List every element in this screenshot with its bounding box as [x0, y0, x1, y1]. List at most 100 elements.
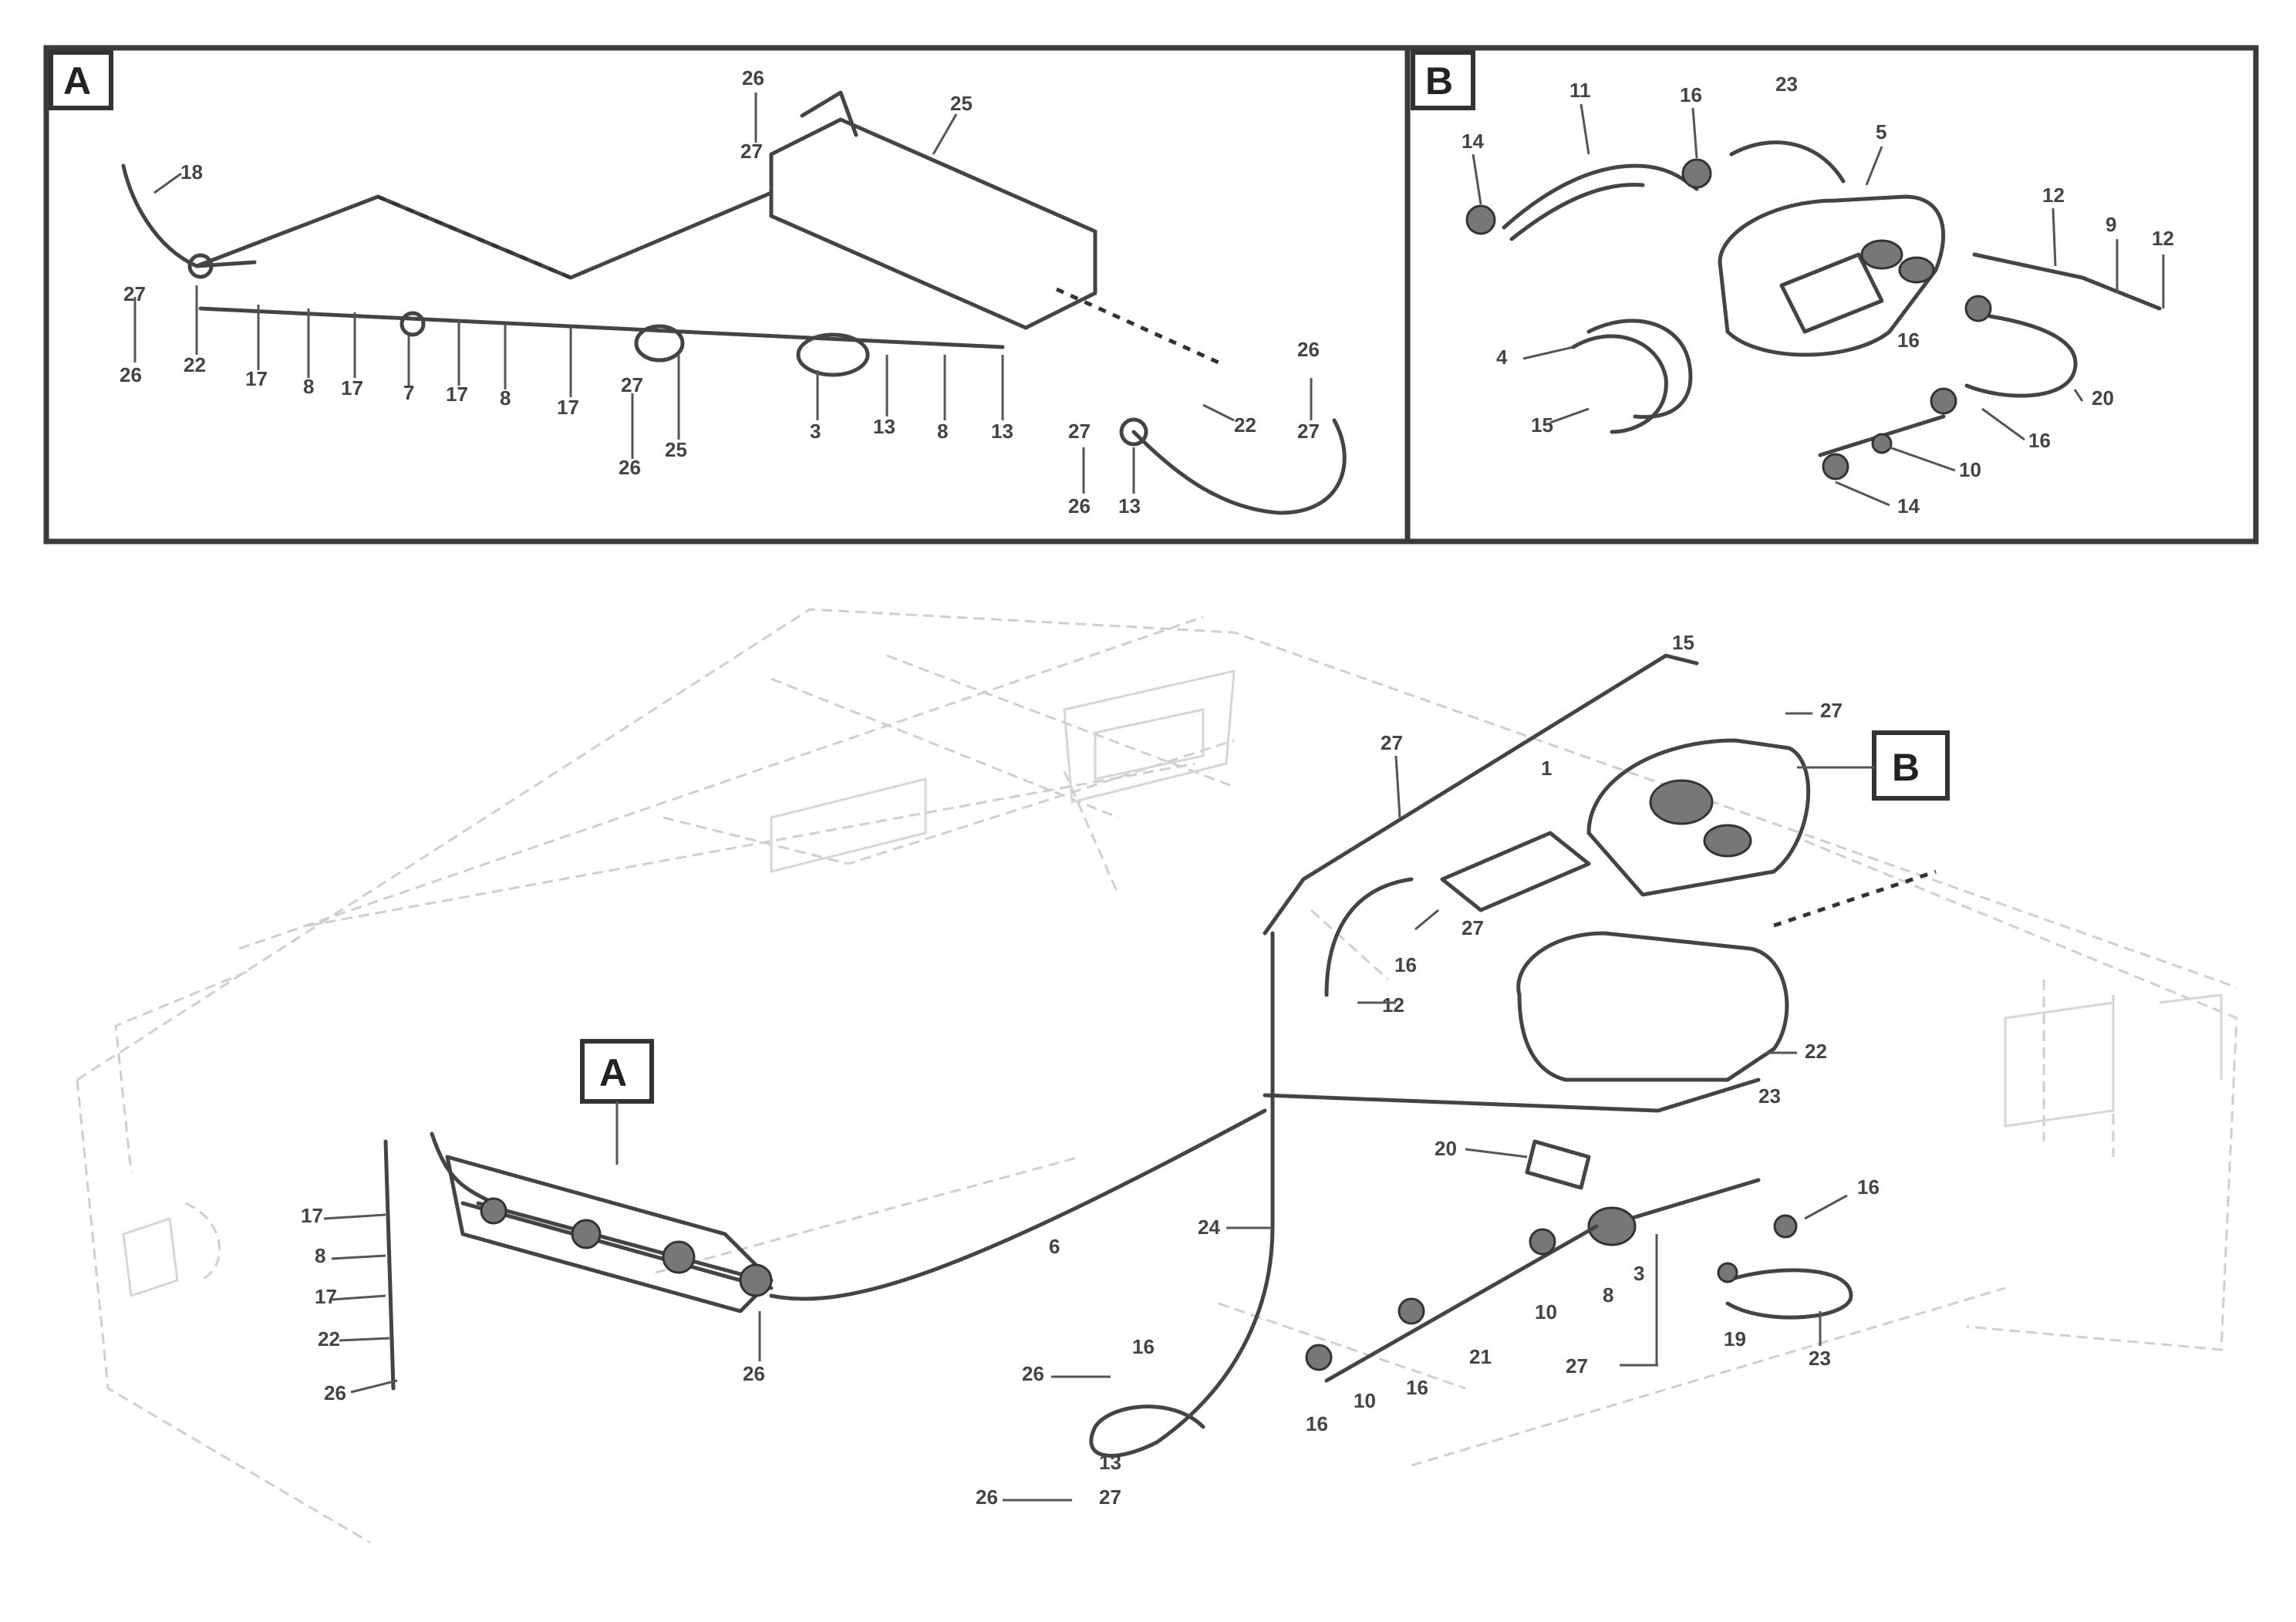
harness-dashed-a	[377, 194, 571, 280]
fitting-a3	[1119, 417, 1148, 447]
fitting-b2	[1681, 158, 1712, 189]
mount-dashed	[1773, 869, 1937, 928]
loop-hose	[1725, 1268, 1853, 1320]
callout-m-13: 17	[301, 1204, 323, 1227]
callout-a-16: 26	[619, 456, 641, 479]
callout-a-1: 26	[742, 66, 764, 89]
callout-a-21: 13	[991, 420, 1013, 443]
callout-b-6: 12	[2042, 184, 2065, 207]
hose-b2	[1729, 140, 1846, 184]
callouts-a: 26 27 25 18 27 26 22 17 8 17 7 17 8 17 2…	[120, 66, 1320, 518]
callout-a-18: 3	[810, 420, 821, 443]
callout-m-8: 22	[1805, 1040, 1827, 1063]
callout-a-10: 17	[341, 376, 363, 400]
valve-a2	[796, 332, 870, 377]
callout-m-11: 6	[1049, 1235, 1060, 1258]
leaders-a	[133, 93, 1313, 494]
callout-a-9: 8	[303, 375, 314, 398]
callout-m-32: 19	[1724, 1327, 1746, 1351]
callout-a-11: 7	[403, 381, 414, 404]
fitting-b4	[1930, 387, 1957, 415]
callout-m-18: 26	[743, 1362, 765, 1385]
bracket-b1	[1586, 319, 1693, 420]
pump-block	[1586, 738, 1811, 897]
coupler-4	[739, 1263, 773, 1297]
callout-a-23: 26	[1068, 494, 1091, 518]
callout-m-27: 21	[1469, 1345, 1492, 1368]
callout-b-11: 20	[2092, 386, 2114, 410]
main-overview: A B 27 15 27 1 27 16 12 22 23 20 6 24 17…	[76, 608, 2238, 1544]
callout-a-24: 13	[1118, 494, 1141, 518]
callout-b-13: 10	[1959, 458, 1981, 481]
callout-a-5: 27	[123, 282, 146, 305]
callout-m-33: 16	[1857, 1175, 1880, 1199]
callout-m-29: 10	[1535, 1300, 1557, 1324]
callout-a-22: 27	[1068, 420, 1091, 443]
callouts-b: 14 11 16 23 5 12 9 12 16 4 20 15 10 14 1…	[1462, 73, 2174, 518]
callout-a-26: 26	[1297, 338, 1320, 361]
callout-a-15: 27	[621, 373, 643, 396]
callout-b-9: 16	[1897, 329, 1920, 352]
detail-b-badge	[1411, 50, 1475, 110]
fitting-8	[1529, 1228, 1556, 1256]
pump-port-1	[1649, 779, 1714, 825]
harness-line-a	[194, 191, 774, 280]
callouts-main: 27 15 27 1 27 16 12 22 23 20 6 24 17 8 1…	[301, 631, 1880, 1509]
detail-view-a: A	[43, 45, 1411, 545]
clamp-20	[1525, 1139, 1591, 1190]
callout-m-25: 10	[1354, 1389, 1376, 1412]
overview-label-a: A	[599, 1051, 627, 1094]
fitting-b6	[1871, 433, 1893, 454]
callout-b-10: 4	[1496, 346, 1508, 369]
callout-m-23: 27	[1099, 1485, 1121, 1509]
vertical-hose	[1089, 931, 1275, 1458]
hose-b1-outer	[1509, 183, 1645, 241]
callout-m-17: 26	[324, 1381, 346, 1404]
callout-m-24: 16	[1306, 1412, 1328, 1435]
inlet-block	[1440, 831, 1591, 912]
callout-m-22: 26	[976, 1485, 998, 1509]
callout-m-15: 17	[315, 1285, 337, 1308]
cross-harness	[1263, 1077, 1761, 1113]
callout-m-3: 27	[1820, 699, 1843, 722]
stack-line	[383, 1139, 396, 1391]
callout-a-2: 27	[740, 140, 763, 163]
rod-b	[1972, 252, 2162, 311]
callout-a-19: 13	[873, 415, 895, 438]
fitting-16	[1305, 1344, 1333, 1371]
callout-m-2: 15	[1672, 631, 1694, 654]
coupler-2	[571, 1219, 602, 1249]
callout-b-2: 11	[1569, 79, 1591, 102]
callout-m-30: 3	[1633, 1262, 1644, 1285]
detail-a-frame	[43, 45, 1411, 545]
diagonal-rod	[1263, 653, 1699, 936]
hose-short	[1324, 877, 1414, 997]
fitting-b5	[1822, 453, 1849, 481]
fitting-26	[1773, 1214, 1798, 1239]
module-b-assembly	[1089, 653, 1937, 1458]
bracket-b2	[1571, 334, 1668, 434]
detail-b-label: B	[1425, 59, 1453, 103]
fitting-19	[1717, 1262, 1738, 1283]
callout-m-12: 24	[1198, 1216, 1220, 1239]
pump-port-b1	[1860, 239, 1903, 270]
callout-b-7: 9	[2106, 213, 2116, 236]
overview-label-b: B	[1892, 746, 1920, 789]
valve-a1	[634, 324, 685, 363]
callout-m-5: 27	[1462, 916, 1484, 939]
leaders-main	[323, 712, 1848, 1502]
pump-face-b	[1779, 252, 1884, 334]
detail-a-label: A	[63, 59, 91, 103]
callout-m-31: 27	[1566, 1354, 1588, 1378]
lower-housing	[1516, 931, 1789, 1082]
callout-m-19: 16	[1132, 1335, 1155, 1358]
callout-a-20: 8	[937, 420, 948, 443]
callout-m-34: 23	[1809, 1347, 1831, 1370]
fitting-b1	[1465, 204, 1496, 235]
fitting-a1	[187, 253, 214, 279]
tube-dark	[476, 1201, 766, 1283]
callout-a-27: 27	[1297, 420, 1320, 443]
callout-b-4: 23	[1775, 73, 1798, 96]
hose-b1	[1502, 164, 1699, 230]
